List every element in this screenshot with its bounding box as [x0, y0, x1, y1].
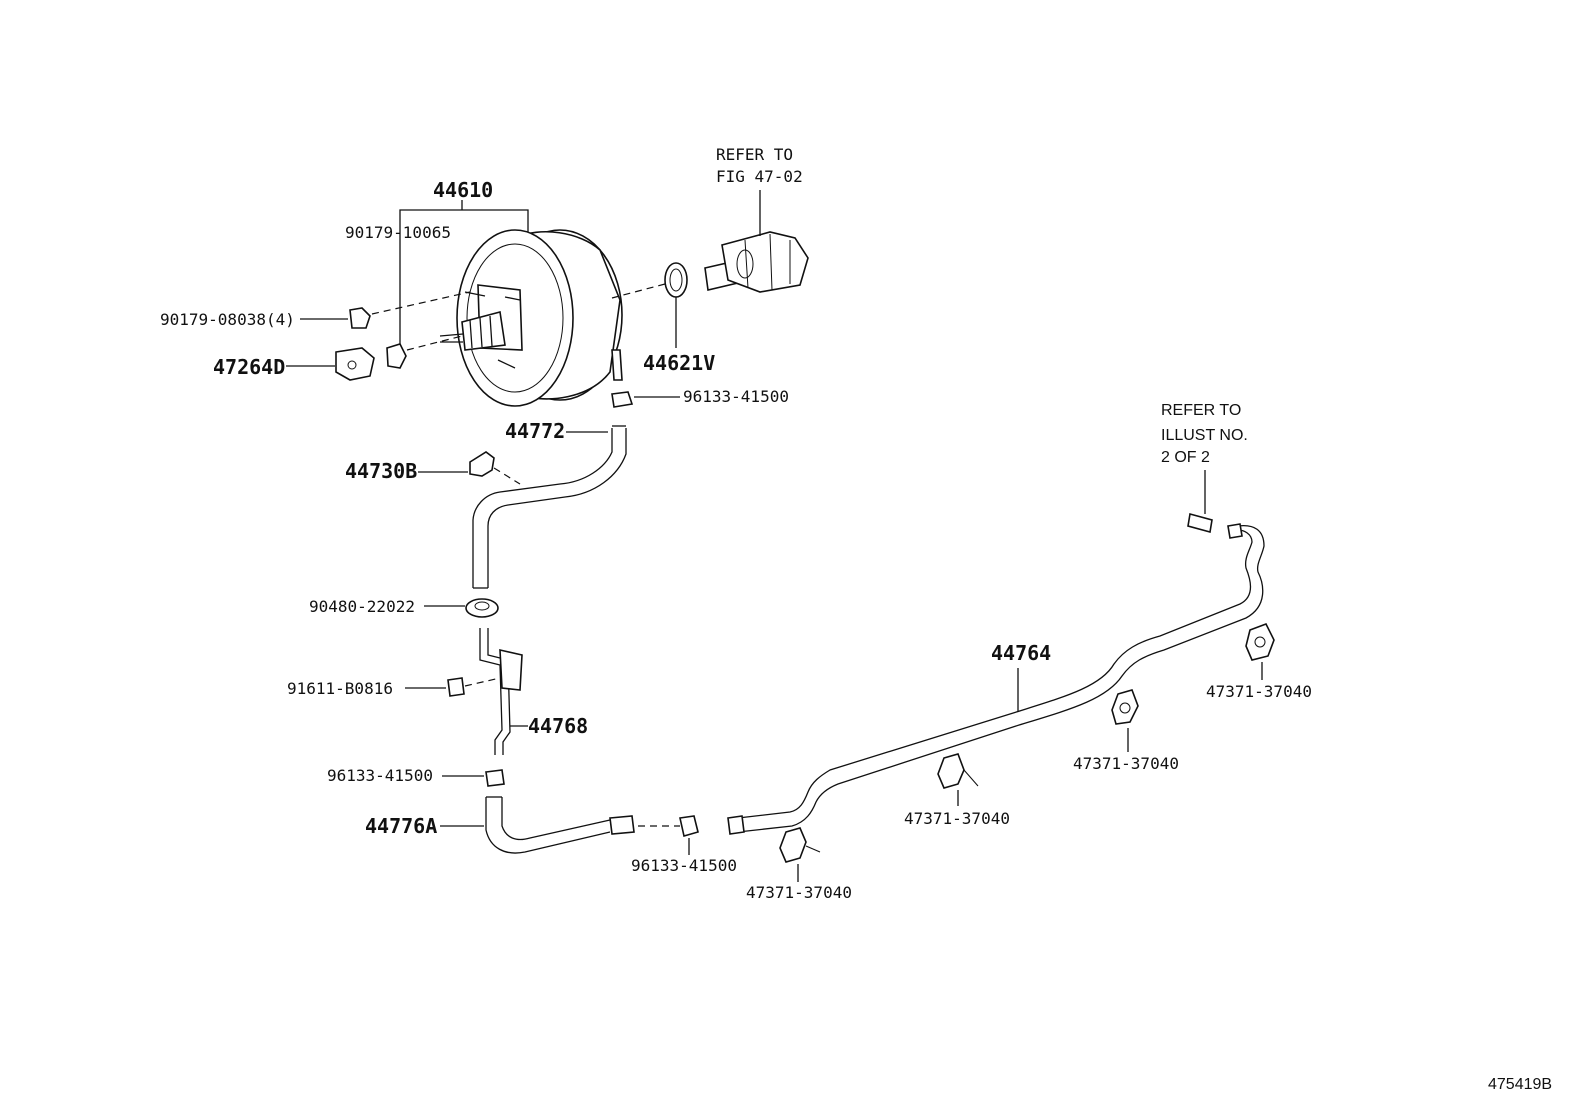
reference-stub — [1187, 512, 1213, 534]
label-96133-41500-bottom: 96133-41500 — [631, 856, 737, 875]
hose-44776A — [485, 797, 611, 854]
refer-illust-line3: 2 OF 2 — [1161, 449, 1210, 466]
label-47371-37040-2: 47371-37040 — [904, 809, 1010, 828]
vacuum-pipe-44764 — [727, 523, 1265, 835]
booster-bracket-line — [399, 209, 529, 245]
label-91611-B0816: 91611-B0816 — [287, 679, 393, 698]
refer-fig-line1: REFER TO — [716, 145, 793, 164]
refer-illust-line2: ILLUST NO. — [1161, 427, 1248, 444]
clip-bottom — [679, 815, 699, 838]
grommet — [465, 598, 499, 618]
clamp-2 — [937, 753, 979, 806]
seal-ring — [664, 262, 688, 298]
clamp-3 — [1111, 689, 1139, 752]
label-96133-41500-mid: 96133-41500 — [327, 766, 433, 785]
label-90179-08038: 90179-08038(4) — [160, 310, 295, 329]
clamp-4 — [1245, 622, 1275, 680]
label-90480-22022: 90480-22022 — [309, 597, 415, 616]
clip-top — [611, 391, 634, 408]
label-90179-10065: 90179-10065 — [345, 223, 451, 242]
label-47371-37040-3: 47371-37040 — [1073, 754, 1179, 773]
bolt — [447, 677, 465, 697]
label-47371-37040-1: 47371-37040 — [746, 883, 852, 902]
refer-illust-line1: REFER TO — [1161, 402, 1241, 419]
nut — [349, 307, 371, 329]
figure-id: 475419B — [1488, 1076, 1552, 1093]
label-44764: 44764 — [991, 641, 1051, 665]
label-47371-37040-4: 47371-37040 — [1206, 682, 1312, 701]
brake-booster — [439, 229, 623, 407]
hose-44772 — [472, 428, 613, 588]
clevis-nut — [386, 343, 407, 369]
label-96133-41500-top: 96133-41500 — [683, 387, 789, 406]
label-44772: 44772 — [505, 419, 565, 443]
clip-mid — [485, 769, 505, 787]
label-44621V: 44621V — [643, 351, 715, 375]
master-cylinder — [704, 231, 809, 293]
label-47264D: 47264D — [213, 355, 285, 379]
label-44730B: 44730B — [345, 459, 417, 483]
holder — [469, 451, 495, 477]
label-44610: 44610 — [433, 178, 493, 202]
label-44768: 44768 — [528, 714, 588, 738]
refer-fig-line2: FIG 47-02 — [716, 167, 803, 186]
clamp-1 — [779, 827, 821, 882]
union-pipe — [479, 628, 503, 755]
label-44776A: 44776A — [365, 814, 437, 838]
clevis — [335, 347, 375, 381]
